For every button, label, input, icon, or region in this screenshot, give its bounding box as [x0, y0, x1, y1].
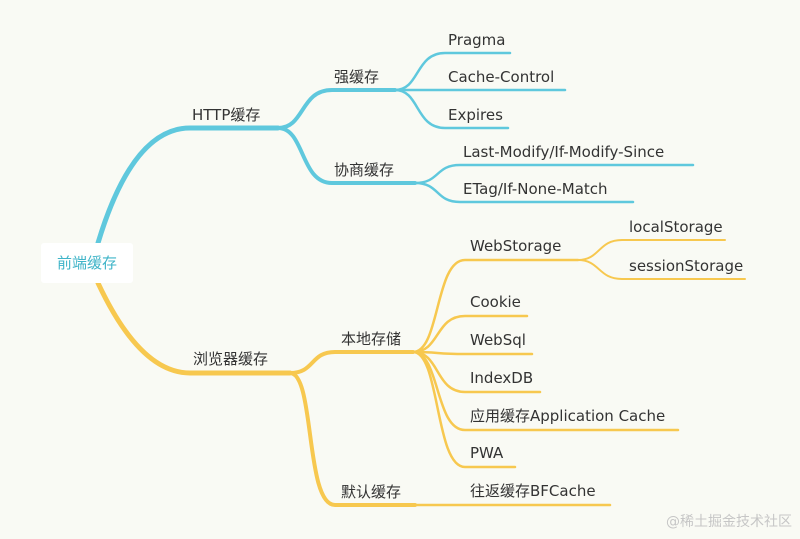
leaf-localstorage[interactable]: localStorage	[629, 218, 723, 236]
node-browser-cache[interactable]: 浏览器缓存	[193, 350, 269, 368]
link-browser-default	[288, 371, 417, 507]
link-cookie	[411, 314, 529, 354]
link-root-browser	[95, 280, 293, 376]
leaf-pragma[interactable]: Pragma	[448, 31, 506, 49]
node-default-cache[interactable]: 默认缓存	[341, 483, 402, 501]
link-root-http	[95, 125, 281, 246]
leaf-bfcache[interactable]: 往返缓存BFCache	[470, 482, 596, 500]
node-webstorage[interactable]: WebStorage	[470, 237, 562, 255]
link-websql	[411, 350, 534, 356]
browser-branch-links	[95, 239, 746, 507]
leaf-pwa[interactable]: PWA	[470, 444, 504, 462]
node-negotiated-cache[interactable]: 协商缓存	[334, 161, 395, 179]
leaf-application-cache[interactable]: 应用缓存Application Cache	[470, 407, 666, 425]
node-http-cache[interactable]: HTTP缓存	[192, 106, 261, 124]
leaf-expires[interactable]: Expires	[448, 106, 503, 124]
node-local-storage[interactable]: 本地存储	[341, 330, 402, 348]
leaf-indexdb[interactable]: IndexDB	[470, 369, 534, 387]
link-http-strong	[276, 88, 397, 130]
leaf-websql[interactable]: WebSql	[470, 331, 526, 349]
link-last-modify	[413, 163, 695, 185]
link-etag	[413, 181, 635, 204]
link-localstorage	[577, 239, 726, 261]
link-pwa	[411, 350, 517, 469]
http-branch-links	[95, 51, 695, 246]
leaf-cache-control[interactable]: Cache-Control	[448, 68, 555, 86]
link-sessionstorage	[577, 259, 746, 280]
leaf-cookie[interactable]: Cookie	[470, 293, 521, 311]
watermark: @稀土掘金技术社区	[666, 514, 792, 530]
link-pragma	[393, 51, 512, 92]
node-strong-cache[interactable]: 强缓存	[334, 68, 380, 86]
link-http-negotiated	[276, 126, 417, 185]
leaf-etag[interactable]: ETag/If-None-Match	[463, 180, 608, 198]
leaf-sessionstorage[interactable]: sessionStorage	[629, 257, 744, 275]
root-node[interactable]: 前端缓存	[41, 243, 133, 283]
leaf-last-modify[interactable]: Last-Modify/If-Modify-Since	[463, 143, 665, 161]
link-webstorage	[411, 258, 580, 354]
link-expires	[393, 88, 510, 130]
link-browser-local	[288, 350, 415, 375]
